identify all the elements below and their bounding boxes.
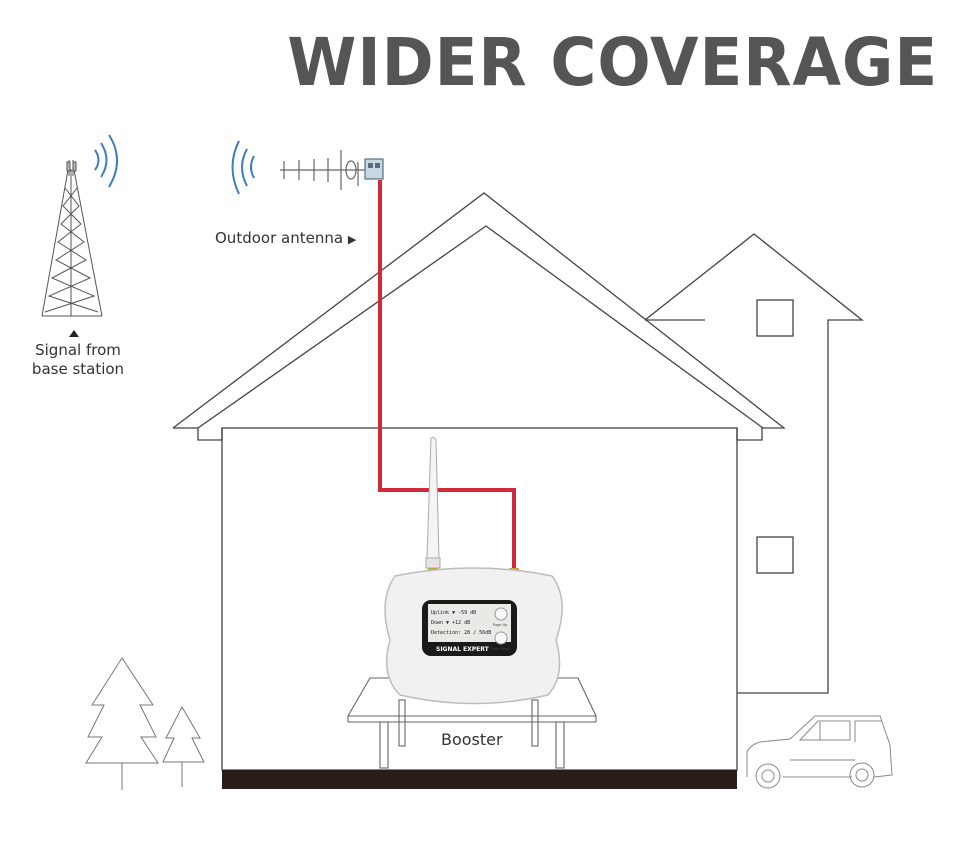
page-down-label: Page Down: [491, 647, 511, 651]
outdoor-antenna-label: Outdoor antenna ▶: [215, 229, 356, 247]
outdoor-antenna-text: Outdoor antenna: [215, 229, 344, 247]
antenna-signal-waves-icon: [231, 140, 255, 195]
screen-row-uplink: Uplink ▼ -59 dB: [431, 610, 476, 616]
booster-label: Booster: [441, 730, 503, 749]
page-up-label: Page Up: [493, 623, 508, 627]
floor: [222, 770, 737, 789]
signal-line-1: Signal from: [35, 341, 121, 359]
second-house: [644, 233, 864, 694]
booster-device: Uplink ▼ -59 dB Down ▼ +12 dB Detection:…: [384, 567, 563, 705]
coax-cable: [378, 180, 516, 570]
arrow-up-icon: [69, 330, 79, 337]
tree-large: [85, 657, 159, 790]
yagi-antenna: [280, 150, 384, 190]
device-brand: SIGNAL EXPERT: [436, 646, 490, 653]
tower-signal-waves-icon: [94, 134, 118, 188]
screen-row-downlink: Down ▼ +12 dB: [431, 620, 470, 626]
car: [746, 715, 893, 789]
indoor-antenna: [425, 436, 519, 576]
page-down-button[interactable]: [494, 631, 508, 645]
signal-source-label: Signal from base station: [28, 341, 128, 379]
page-up-button[interactable]: [494, 607, 508, 621]
cell-tower: [41, 160, 103, 317]
tree-small: [162, 705, 205, 787]
headline: WIDER COVERAGE: [287, 24, 938, 101]
signal-line-2: base station: [31, 360, 125, 378]
arrow-right-icon: ▶: [347, 233, 357, 246]
screen-row-detection: Detection: 28 / 56dB: [431, 630, 491, 636]
